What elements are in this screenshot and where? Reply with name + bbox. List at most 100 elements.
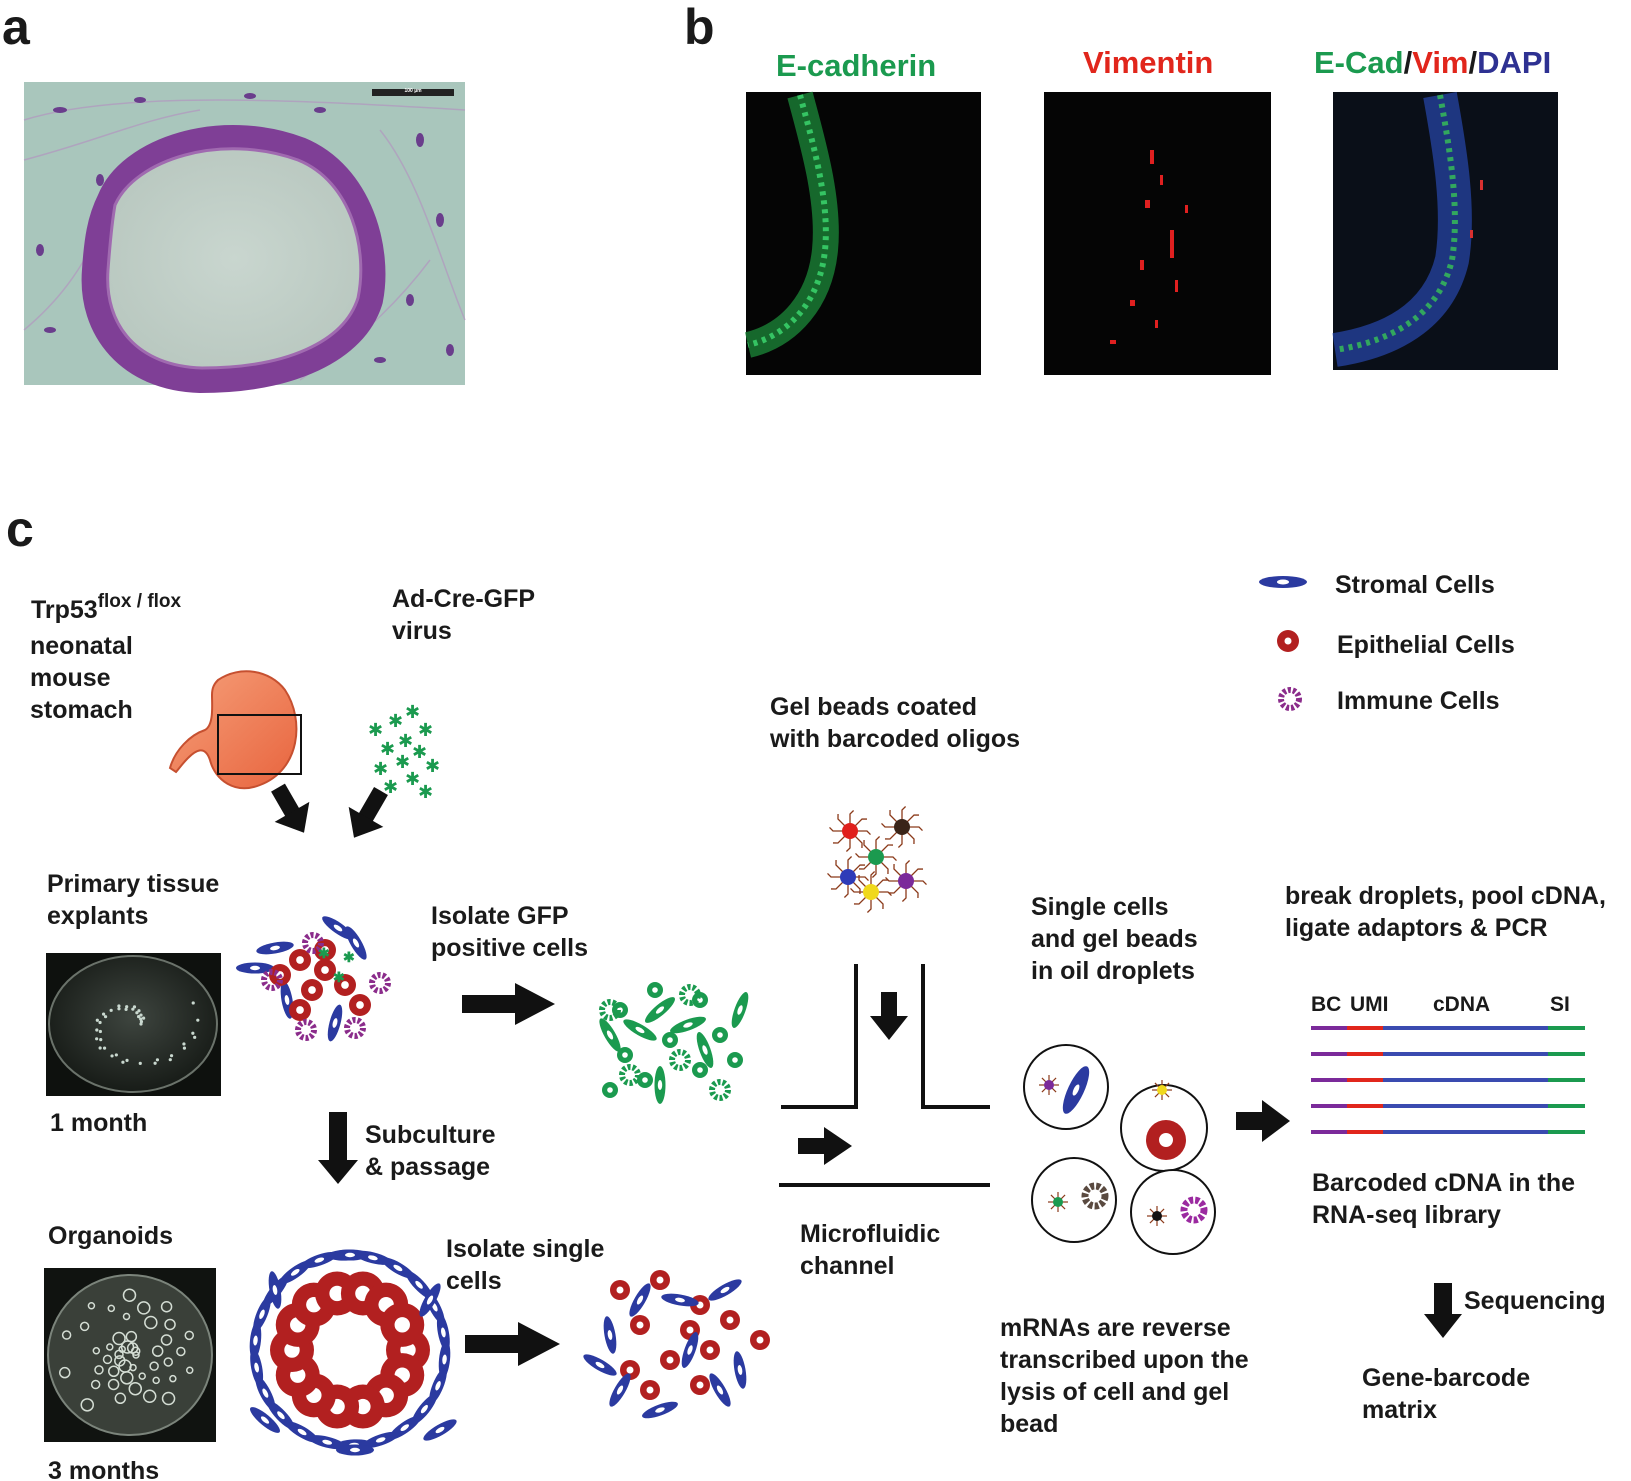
epithelial-cell [692, 1062, 708, 1078]
epithelial-cell [660, 1350, 680, 1370]
organoid-sphere [107, 1378, 120, 1391]
immune-cell [599, 999, 621, 1021]
gel-bead [827, 856, 869, 898]
explant-speck [124, 1007, 128, 1011]
stromal-cell [583, 1354, 617, 1376]
mrna-label: mRNAs are reverse transcribed upon the l… [1000, 1314, 1249, 1438]
explant-speck [135, 1011, 139, 1015]
explant-speck [138, 1061, 142, 1065]
virus-particle: ✱ [405, 769, 420, 790]
explant-speck [99, 1038, 103, 1042]
gel-bead [829, 810, 871, 852]
sequencing-label: Sequencing [1464, 1287, 1606, 1315]
explant-speck [137, 1009, 141, 1013]
epithelial-cell [650, 1270, 670, 1290]
immune-cell [295, 1019, 317, 1041]
stromal-cell [423, 1419, 457, 1441]
explant-speck [132, 1005, 137, 1009]
stromal-cell [709, 1373, 731, 1407]
virus-particle: ✱ [395, 752, 410, 773]
explant-speck [98, 1020, 102, 1025]
stromal-cell [654, 1066, 666, 1104]
epithelial-cell [700, 1340, 720, 1360]
explant-speck [103, 1015, 108, 1019]
stromal-cell [250, 1407, 280, 1433]
stromal-cell [708, 1279, 742, 1301]
epithelial-cell [712, 1027, 728, 1043]
organoid-sphere [107, 1304, 116, 1313]
explant-speck [95, 1018, 99, 1022]
organoid-sphere [92, 1347, 101, 1355]
explant-speck [98, 1029, 102, 1034]
organoid-sphere [184, 1330, 195, 1341]
stromal-cell [599, 1018, 621, 1052]
arrow-stomach-to-explant [271, 783, 310, 833]
explant-speck [125, 1058, 129, 1062]
epithelial-cell [301, 979, 323, 1001]
epithelial-cell [349, 994, 371, 1016]
explant-speck [191, 1001, 195, 1005]
mouse-description: neonatal mouse stomach [30, 632, 133, 724]
allele: flox / flox [97, 591, 182, 612]
droplet-immune-cell [1180, 1196, 1208, 1224]
epithelial-cell [662, 1032, 678, 1048]
explant-speck [110, 1054, 114, 1058]
organoid-sphere [160, 1334, 173, 1346]
explant-speck [95, 1037, 99, 1041]
virus-particle: ✱ [388, 711, 403, 732]
stromal-cell [642, 1401, 678, 1419]
virus-particle: ✱ [412, 742, 427, 763]
arrow-to-library [1236, 1100, 1290, 1142]
panel-label-a: a [2, 0, 30, 55]
immune-cell [302, 932, 324, 954]
epithelial-cell [647, 982, 663, 998]
gene-barcode-matrix-label: Gene-barcode matrix [1362, 1364, 1531, 1424]
immune-cell [669, 1049, 691, 1071]
organoid-sphere [114, 1349, 124, 1360]
organoid-sphere [106, 1343, 114, 1351]
merge-vim: Vim [1412, 45, 1469, 80]
organoid-sphere [102, 1354, 113, 1365]
explant-speck [98, 1046, 102, 1050]
epithelial-cell [630, 1315, 650, 1335]
organoid-sphere [161, 1391, 176, 1406]
arrow-virus-to-explant [348, 786, 388, 838]
epithelial-cell [380, 1302, 425, 1347]
epithelial-cell [637, 1072, 653, 1088]
explant-speck [139, 1020, 144, 1024]
organoid-sphere [163, 1357, 174, 1367]
explant-speck [131, 1007, 135, 1011]
gel-bead [850, 871, 892, 913]
stromal-cell [661, 1293, 699, 1307]
explant-speck [155, 1058, 160, 1062]
arrow-beads-down [870, 992, 908, 1040]
organoid-sphere [128, 1381, 143, 1396]
organoid-sphere [108, 1365, 120, 1377]
explant-speck [117, 1007, 121, 1011]
explant-speck [139, 1013, 143, 1017]
organoid-sphere [114, 1355, 126, 1367]
epithelial-cell [610, 1280, 630, 1300]
explant-speck [139, 1022, 143, 1026]
stromal-cell [322, 916, 354, 940]
organoid-sphere [149, 1361, 159, 1371]
subculture-label: Subculture & passage [365, 1121, 496, 1181]
organoid-sphere [169, 1374, 177, 1383]
gel-bead [855, 836, 897, 878]
epithelial-cell [289, 949, 311, 971]
lib-cdna: cDNA [1433, 993, 1491, 1016]
stromal-cell [733, 1351, 747, 1389]
organoid-sphere [185, 1366, 194, 1374]
virus-particle: ✱ [418, 720, 433, 741]
arrow-to-single-cells [465, 1322, 560, 1366]
merge-dapi: DAPI [1477, 45, 1552, 80]
epithelial-cell [314, 959, 336, 981]
organoid-sphere [79, 1321, 90, 1332]
explant-speck [117, 1004, 121, 1008]
explant-speck [121, 1060, 125, 1064]
stromal-cell [419, 1283, 441, 1317]
explant-dish-photo [46, 953, 221, 1096]
organoid-dish-photo [44, 1268, 216, 1442]
explant-speck [142, 1016, 146, 1020]
organoids-label: Organoids [48, 1222, 174, 1250]
